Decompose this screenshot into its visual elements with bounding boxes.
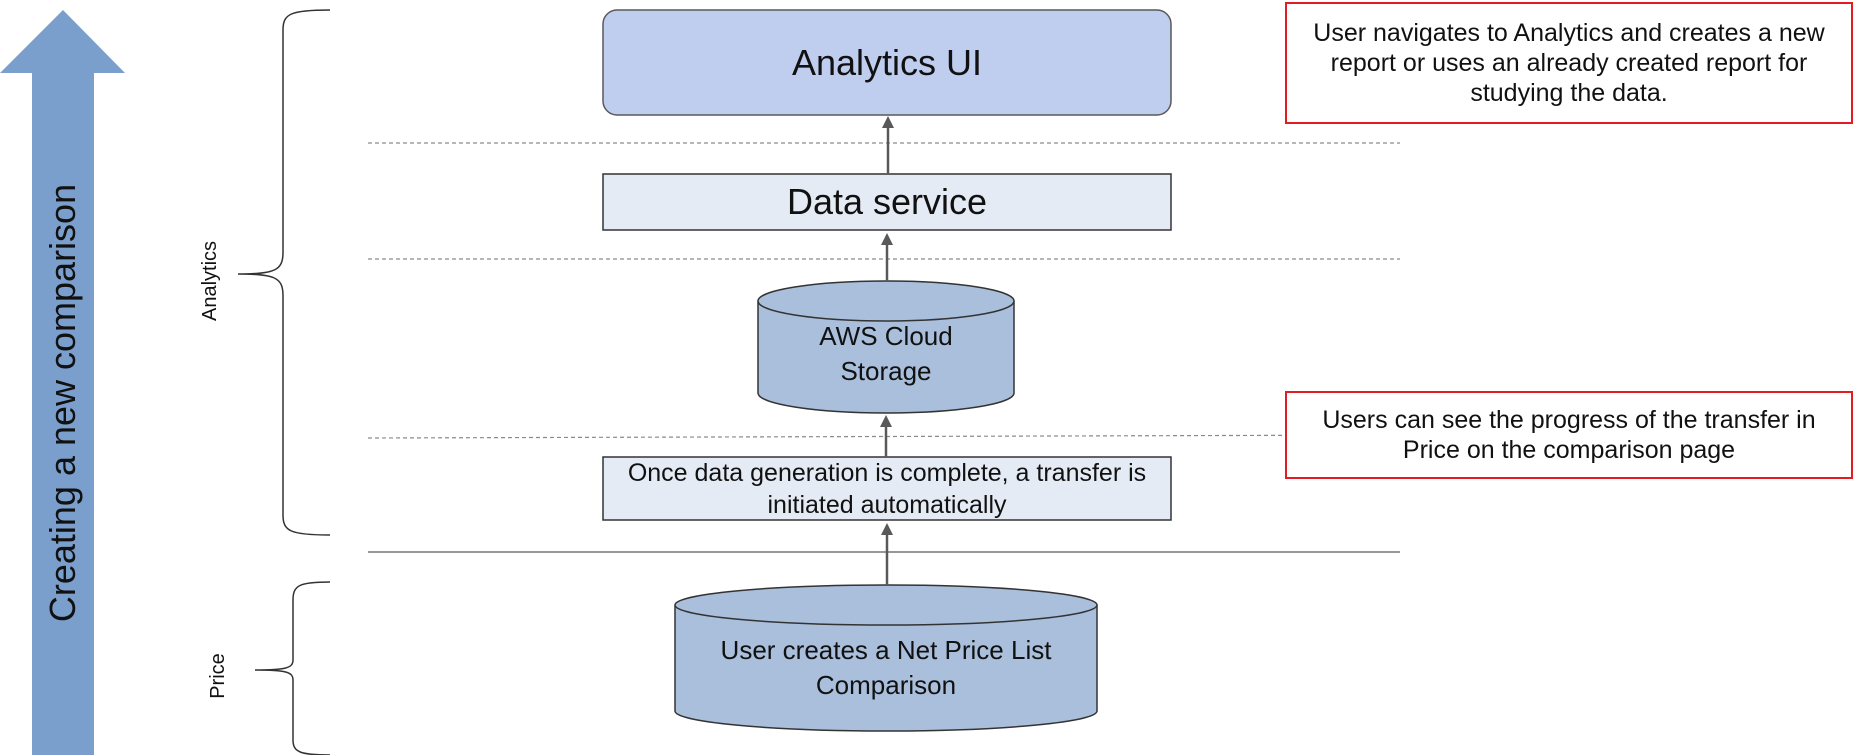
progress-note: Users can see the progress of the transf… xyxy=(1285,391,1853,479)
connector-arrow xyxy=(881,523,893,585)
price-brace xyxy=(254,581,331,755)
connector-arrow xyxy=(882,116,894,174)
transfer-label: Once data generation is complete, a tran… xyxy=(627,458,1147,519)
analytics-ui-box xyxy=(602,9,1172,116)
data-service-label: Data service xyxy=(786,181,988,222)
cloud-storage-label: AWS Cloud Storage xyxy=(819,321,953,386)
separator-line xyxy=(367,434,1401,439)
connector-arrow xyxy=(881,233,893,281)
analytics-ui-label: Analytics UI xyxy=(791,41,983,83)
analytics-brace xyxy=(237,9,331,536)
comparison-cylinder xyxy=(674,584,1098,732)
direction-label: Creating a new comparison xyxy=(42,183,83,623)
data-service-box xyxy=(602,173,1172,231)
connector-arrow xyxy=(880,415,892,457)
price-group-label: Price xyxy=(207,653,229,699)
comparison-label: User creates a Net Price List Comparison xyxy=(720,635,1052,700)
cloud-storage-cylinder xyxy=(757,280,1015,414)
transfer-box xyxy=(602,456,1172,521)
direction-arrow xyxy=(0,10,125,755)
analytics-group-label: Analytics xyxy=(199,240,221,322)
analytics-note: User navigates to Analytics and creates … xyxy=(1285,2,1853,124)
